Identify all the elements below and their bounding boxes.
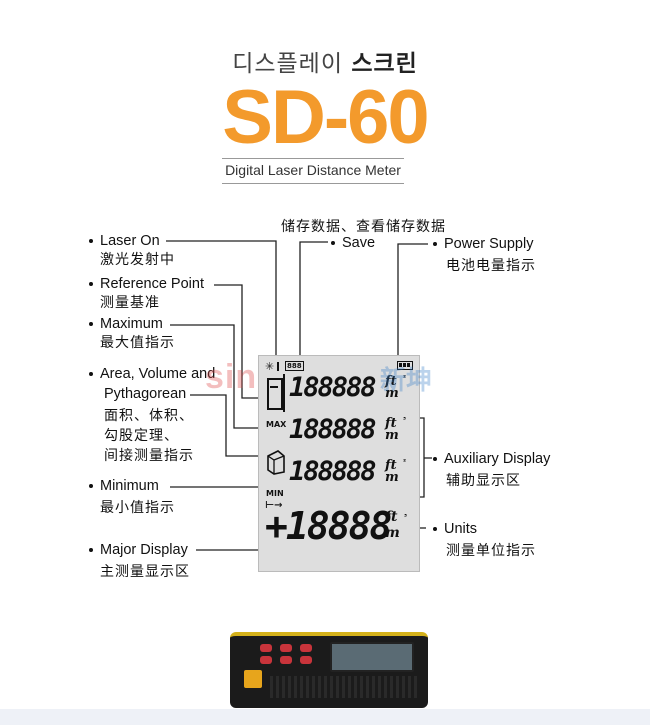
label-major-display-en: Major Display (100, 542, 188, 558)
aux-row-3-sup: ² (403, 458, 407, 466)
reference-axis (283, 374, 285, 412)
label-reference-point-zh: 测量基准 (100, 295, 160, 311)
aux-row-1-digits: 188888 (289, 372, 377, 403)
label-area-en-2: Pythagorean (104, 386, 187, 402)
footer-bar (0, 709, 650, 725)
area-volume-icon (267, 450, 285, 475)
label-maximum-en: Maximum (100, 316, 163, 332)
device-key (260, 644, 272, 652)
laser-on-icon: ✳ (265, 360, 275, 373)
min-indicator: MIN (266, 489, 284, 498)
label-power-supply: Power Supply (433, 236, 533, 252)
device-key (280, 644, 292, 652)
label-laser-on-en: Laser On (100, 233, 160, 249)
bullet-dot (89, 282, 93, 287)
label-auxiliary-display: Auxiliary Display (433, 451, 550, 467)
watermark-text: 新坤 (380, 366, 433, 396)
label-reference-point: Reference Point (89, 276, 204, 292)
aux-row-3-digits: 188888 (289, 456, 377, 487)
bullet-dot (433, 242, 437, 247)
label-auxiliary-display-zh: 辅助显示区 (446, 473, 521, 489)
device-key (300, 644, 312, 652)
label-laser-on: Laser On (89, 233, 160, 249)
battery-bar (407, 363, 410, 367)
aux-row-1-unit-m: m (385, 386, 399, 401)
aux-row-3-unit-ft: ft (385, 458, 397, 473)
bullet-dot (89, 372, 93, 377)
label-save-en: Save (342, 235, 376, 251)
tagline: Digital Laser Distance Meter (225, 162, 401, 178)
battery-icon (397, 361, 413, 370)
bullet-dot (89, 484, 93, 489)
device-screen (330, 642, 414, 672)
bullet-dot (89, 239, 93, 244)
subtitle-bold: 스크린 (351, 51, 418, 77)
leader-area (190, 394, 268, 457)
leader-save (299, 241, 328, 362)
label-minimum: Minimum (89, 478, 159, 494)
label-maximum: Maximum (89, 316, 163, 332)
bullet-dot (433, 457, 437, 462)
bullet-dot (89, 322, 93, 327)
label-area-zh-1: 面积、体积、 (104, 408, 194, 424)
arrow-up-icon (277, 362, 279, 371)
label-area-en-1: Area, Volume and (100, 366, 216, 382)
major-display-digits: +18888 (265, 504, 392, 548)
label-area-zh-3: 间接测量指示 (104, 448, 194, 464)
major-unit-ft: ft (385, 509, 398, 525)
major-sup: ³ (404, 513, 408, 521)
label-units: Units (433, 521, 477, 537)
aux-row-1-unit-ft: ft (385, 374, 397, 389)
device-key (300, 656, 312, 664)
label-major-display: Major Display (89, 542, 188, 558)
aux-row-2-sup: ³ (403, 416, 407, 424)
reference-mark (270, 386, 278, 388)
subtitle-korean: 디스플레이 스크린 (0, 44, 650, 78)
label-major-display-zh: 主测量显示区 (100, 564, 190, 580)
label-area: Area, Volume and (89, 366, 215, 382)
subtitle-light: 디스플레이 (232, 51, 352, 77)
bullet-dot (89, 548, 93, 553)
aux-row-1-sup: ² (403, 374, 407, 382)
leader-maximum (170, 324, 268, 429)
label-units-en: Units (444, 521, 478, 537)
label-auxiliary-display-en: Auxiliary Display (444, 451, 551, 467)
memory-indicator: 888 (285, 361, 304, 371)
leader-laser-on (166, 240, 277, 368)
label-save-zh: 储存数据、查看储存数据 (281, 219, 446, 235)
label-units-zh: 测量单位指示 (446, 543, 536, 559)
label-reference-point-en: Reference Point (100, 276, 204, 292)
label-minimum-zh: 最小值指示 (100, 500, 175, 516)
label-maximum-zh: 最大值指示 (100, 335, 175, 351)
aux-row-2-unit-ft: ft (385, 416, 397, 431)
range-arrow-icon: ⊢→ (265, 500, 283, 511)
label-power-supply-en: Power Supply (444, 236, 534, 252)
device-grip (270, 676, 420, 698)
label-power-supply-zh: 电池电量指示 (446, 258, 536, 274)
label-minimum-en: Minimum (100, 478, 159, 494)
tagline-frame (222, 158, 404, 184)
max-indicator: MAX (266, 420, 287, 429)
label-area-zh-2: 勾股定理、 (104, 428, 179, 444)
major-unit-m: m (385, 525, 400, 541)
device-keypad (256, 642, 322, 668)
device-image (230, 632, 428, 708)
bullet-dot (331, 241, 335, 246)
lcd-display: ✳ 888 188888 ft m ² MAX 188888 ft m ³ 18… (258, 355, 420, 572)
battery-bar (399, 363, 402, 367)
leader-power-supply (397, 243, 428, 362)
battery-bar (403, 363, 406, 367)
reference-point-icon (267, 378, 283, 410)
model-title: SD-60 (222, 75, 429, 160)
aux-row-2-unit-m: m (385, 428, 399, 443)
device-key (260, 656, 272, 664)
label-save: Save (331, 235, 375, 251)
bullet-dot (433, 527, 437, 532)
device-key (280, 656, 292, 664)
watermark-logo: sin (205, 358, 258, 396)
device-power-button (244, 670, 262, 688)
aux-row-3-unit-m: m (385, 470, 399, 485)
label-laser-on-zh: 激光发射中 (100, 252, 175, 268)
aux-row-2-digits: 188888 (289, 414, 377, 445)
